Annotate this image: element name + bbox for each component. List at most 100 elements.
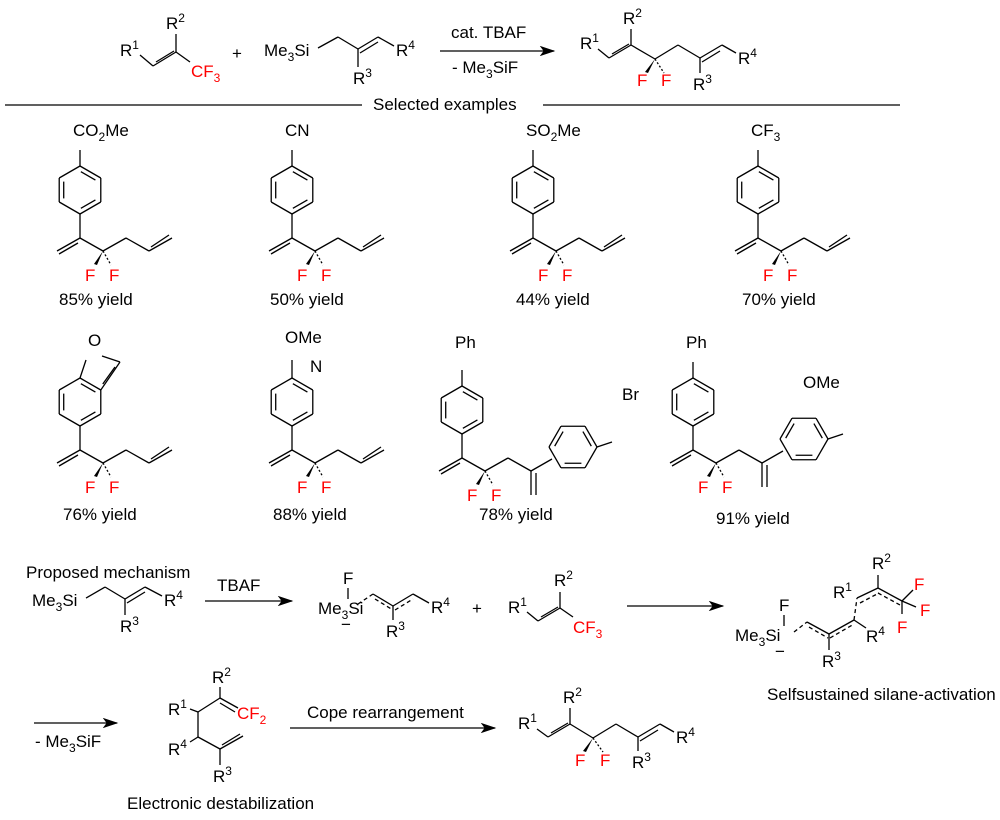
bond	[314, 449, 339, 464]
section-label: Selected examples	[373, 95, 517, 114]
label-cf2: CF2	[237, 704, 267, 727]
hash-bond	[780, 250, 790, 266]
label-r3: R3	[353, 66, 372, 88]
ring-bond	[671, 413, 694, 427]
label-r2: R2	[554, 568, 573, 590]
bond	[314, 237, 339, 252]
label-r4: R4	[431, 595, 450, 617]
label-f: F	[297, 478, 307, 497]
hash-bond	[555, 250, 565, 266]
ring-bond	[58, 165, 81, 179]
bond	[102, 449, 127, 464]
mech-allylsilane: Me3Si R3 R4	[32, 586, 183, 636]
bond	[291, 237, 316, 252]
yield-label: 78% yield	[479, 505, 553, 524]
label-r1: R1	[518, 711, 537, 733]
label-f: F	[321, 478, 331, 497]
label-f: F	[85, 478, 95, 497]
bond	[270, 242, 291, 255]
bond	[461, 457, 486, 472]
bond	[671, 454, 692, 467]
label-me3si: Me3Si	[318, 599, 363, 622]
ring-bond	[511, 165, 534, 179]
reactant-allylsilane: Me3Si R3 R4	[264, 36, 415, 88]
ring-bond	[779, 438, 793, 461]
label-f: F	[763, 266, 773, 285]
wedge-bond	[547, 251, 556, 265]
ring-bond	[584, 446, 598, 469]
label-r1: R1	[833, 580, 852, 602]
ring-bond	[270, 201, 293, 215]
label-r4: R4	[738, 46, 757, 68]
bond	[440, 462, 461, 475]
ring-double-bond	[533, 171, 549, 181]
hash-bond	[314, 462, 324, 478]
bond	[736, 242, 757, 255]
mechanism-title: Proposed mechanism	[26, 563, 190, 582]
bond	[79, 359, 87, 379]
product-general: R1 R2 F F R3 R4	[580, 6, 757, 94]
bond	[484, 457, 509, 472]
label-r3: R3	[632, 750, 651, 772]
ring-bond	[548, 425, 562, 448]
bond	[511, 242, 532, 255]
ring-double-bond	[292, 171, 308, 181]
bond	[79, 449, 104, 464]
bond	[291, 449, 316, 464]
wedge-bond	[306, 463, 315, 477]
label-r4: R4	[164, 588, 183, 610]
bond	[761, 450, 784, 464]
bond	[58, 454, 79, 467]
label-f: F	[538, 266, 548, 285]
ring-bond	[671, 377, 694, 391]
bond	[738, 449, 763, 464]
label-r3: R3	[213, 764, 232, 786]
label-r2: R2	[623, 6, 642, 28]
ring-double-bond	[462, 419, 478, 429]
hash-bond	[484, 470, 494, 486]
label-f: F	[343, 569, 353, 588]
label-f: F	[562, 266, 572, 285]
wedge-bond	[772, 251, 781, 265]
label-r2: R2	[872, 551, 891, 573]
yield-label: 50% yield	[270, 290, 344, 309]
ring-bond	[79, 377, 102, 391]
bond	[270, 454, 291, 467]
ring-bond	[291, 201, 314, 215]
ring-bond	[270, 413, 293, 427]
ring-bond	[79, 413, 102, 427]
bond	[362, 234, 382, 248]
bond	[79, 237, 104, 252]
ring-bond	[815, 417, 829, 440]
ring-double-bond	[533, 199, 549, 209]
wedge-bond	[94, 463, 103, 477]
byproduct-me3sif: - Me3SiF	[452, 58, 518, 81]
yield-label: 44% yield	[516, 290, 590, 309]
bond	[125, 237, 150, 252]
label-f: F	[779, 596, 789, 615]
ring-bond	[815, 438, 829, 461]
ring-double-bond	[693, 383, 709, 393]
mech-gem-difluoroalkene-intermediate: R2 R1 CF2 R4 R3	[168, 665, 267, 786]
ring-double-bond	[292, 199, 308, 209]
label-nitrogen: N	[310, 357, 322, 376]
bond	[360, 449, 385, 464]
bond	[555, 237, 580, 252]
bond	[438, 457, 463, 472]
arrow-elimination: - Me3SiF	[34, 717, 119, 755]
ring-bond	[79, 165, 102, 179]
bond	[509, 237, 534, 252]
label-f: F	[575, 751, 585, 770]
yield-label: 76% yield	[63, 505, 137, 524]
substituent-cn: CN	[285, 121, 310, 140]
label-r2: R2	[166, 11, 185, 33]
label-f: F	[491, 486, 501, 505]
label-cf3: CF3	[191, 62, 221, 85]
ring-bond	[511, 201, 534, 215]
bond	[601, 237, 626, 252]
label-r4: R4	[168, 737, 187, 759]
